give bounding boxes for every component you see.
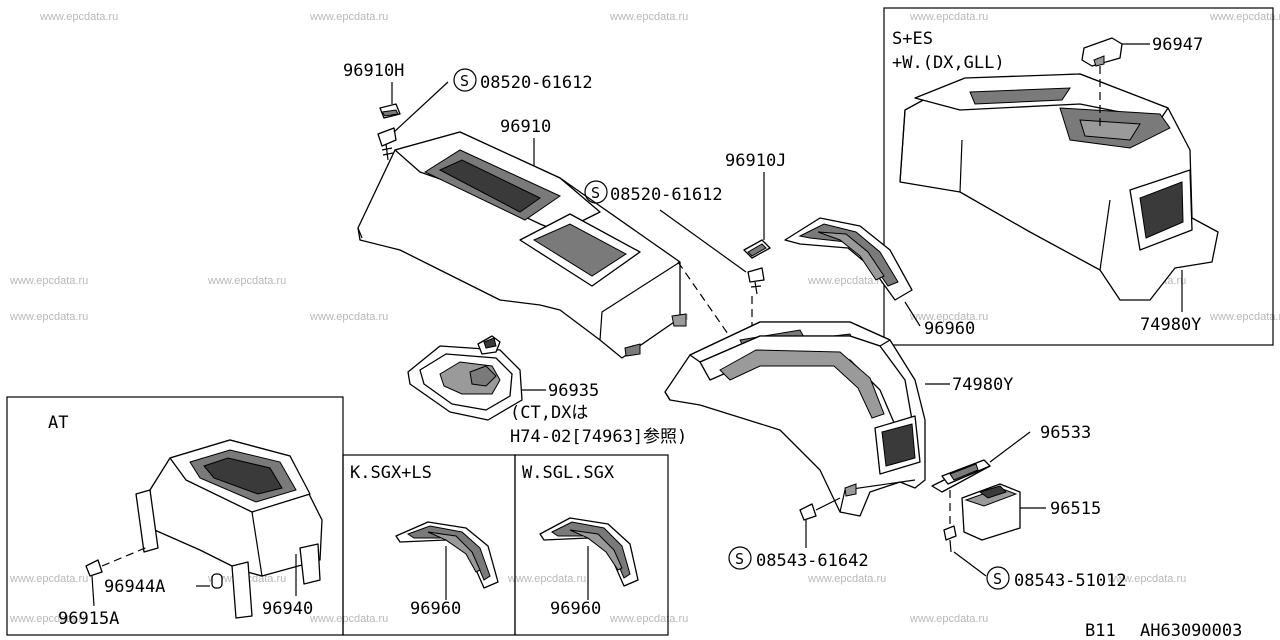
label-08543-b: 08543-51012 xyxy=(1014,571,1127,591)
screw-08543-a xyxy=(799,497,841,521)
variant-box-wsgl xyxy=(514,454,669,636)
label-08520-a: 08520-61612 xyxy=(480,73,593,93)
leader-08520-b xyxy=(659,209,747,273)
label-96910: 96910 xyxy=(500,117,551,137)
leader-96915A xyxy=(91,575,95,607)
s-symbol: S xyxy=(591,184,600,202)
note-line-1: (CT,DXは xyxy=(510,403,588,423)
watermark: www.epcdata.ru xyxy=(909,11,988,23)
leader-08543-b xyxy=(953,551,987,577)
watermark: www.epcdata.ru xyxy=(207,275,286,287)
screw-08520-b xyxy=(747,267,765,295)
clip-96910J xyxy=(743,239,771,259)
s-symbol: S xyxy=(993,570,1002,588)
standard-part-symbol xyxy=(986,566,1010,590)
s-symbol: S xyxy=(735,550,744,568)
label-96940: 96940 xyxy=(262,599,313,619)
watermark: www.epcdata.ru xyxy=(609,613,688,625)
label-08543-a: 08543-61642 xyxy=(756,551,869,571)
variant-se-subtitle: +W.(DX,GLL) xyxy=(892,53,1005,73)
screw-08543-b xyxy=(943,525,957,553)
note-line-2: H74-02[74963]参照) xyxy=(510,427,687,447)
watermark: www.epcdata.ru xyxy=(9,275,88,287)
watermark: www.epcdata.ru xyxy=(807,275,886,287)
standard-part-symbol xyxy=(584,180,608,204)
watermark: www.epcdata.ru xyxy=(9,311,88,323)
watermark: www.epcdata.ru xyxy=(909,311,988,323)
leader-08520-a xyxy=(393,81,449,133)
watermark: www.epcdata.ru xyxy=(9,573,88,585)
part-96947-lid xyxy=(1081,37,1123,67)
watermark: www.epcdata.ru xyxy=(39,11,118,23)
standard-part-symbol xyxy=(728,546,752,570)
label-08520-b: 08520-61612 xyxy=(610,185,723,205)
variant-se-title: S+ES xyxy=(892,29,933,49)
watermark: www.epcdata.ru xyxy=(1209,311,1280,323)
label-96947: 96947 xyxy=(1152,35,1203,55)
label-96915A: 96915A xyxy=(58,609,119,629)
part-96515-ashtray xyxy=(961,483,1021,541)
part-96533-bracket xyxy=(931,459,991,493)
label-96910J: 96910J xyxy=(725,151,786,171)
watermark: www.epcdata.ru xyxy=(609,11,688,23)
label-96910H: 96910H xyxy=(343,61,404,81)
watermark: www.epcdata.ru xyxy=(1107,573,1186,585)
part-74980Y-console xyxy=(664,321,926,517)
label-96944A: 96944A xyxy=(104,577,165,597)
part-96960-trim-k xyxy=(395,521,499,589)
screw-08520-a xyxy=(377,127,397,161)
watermark: www.epcdata.ru xyxy=(909,613,988,625)
part-74980Y-variant xyxy=(899,73,1219,301)
drawing-code: AH63090003 xyxy=(1140,621,1242,640)
standard-part-symbol xyxy=(453,68,477,92)
watermark: www.epcdata.ru xyxy=(309,11,388,23)
variant-box-se xyxy=(883,7,1274,346)
part-96960-trim-top xyxy=(784,217,913,301)
label-96515: 96515 xyxy=(1050,499,1101,519)
at-title: AT xyxy=(48,413,68,433)
label-96960-w: 96960 xyxy=(550,599,601,619)
watermark: www.epcdata.ru xyxy=(1209,11,1280,23)
wsgl-title: W.SGL.SGX xyxy=(522,463,615,483)
part-96940-at-cover xyxy=(135,439,323,619)
label-96533: 96533 xyxy=(1040,423,1091,443)
part-96935-boot xyxy=(407,335,523,421)
part-96960-trim-w xyxy=(539,517,639,587)
label-74980Y-main: 74980Y xyxy=(952,375,1013,395)
leader-96533 xyxy=(989,431,1031,463)
watermark: www.epcdata.ru xyxy=(9,613,88,625)
clip-96910H xyxy=(379,103,401,119)
watermark: www.epcdata.ru xyxy=(309,613,388,625)
leader-96960-top xyxy=(904,301,921,327)
label-74980Y-box: 74980Y xyxy=(1140,315,1201,335)
label-96960-top: 96960 xyxy=(924,319,975,339)
label-96960-k: 96960 xyxy=(410,599,461,619)
page-code: B11 xyxy=(1085,621,1116,640)
ksgx-title: K.SGX+LS xyxy=(350,463,432,483)
watermark: www.epcdata.ru xyxy=(507,573,586,585)
screw-96915A xyxy=(85,545,151,577)
s-symbol: S xyxy=(460,72,469,90)
part-96910-console-cover xyxy=(357,131,687,359)
label-96935: 96935 xyxy=(548,381,599,401)
watermark: www.epcdata.ru xyxy=(807,573,886,585)
watermark: www.epcdata.ru xyxy=(309,311,388,323)
clip-96944A xyxy=(211,573,223,589)
